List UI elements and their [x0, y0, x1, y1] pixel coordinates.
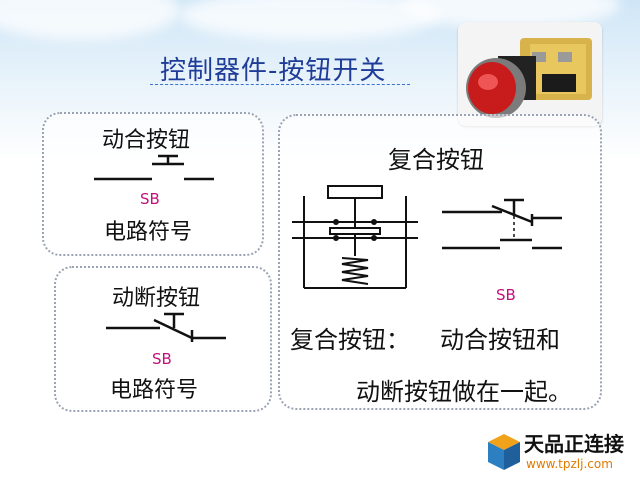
- brand-url: www.tpzlj.com: [526, 457, 613, 471]
- normally-closed-sb-label: SB: [152, 350, 172, 368]
- normally-open-title: 动合按钮: [102, 128, 191, 153]
- slide-title: 控制器件-按钮开关: [160, 56, 387, 86]
- title-divider: [150, 84, 410, 85]
- cloud: [0, 0, 180, 40]
- normally-open-panel: [42, 112, 264, 256]
- compound-panel: [278, 114, 602, 410]
- normally-closed-panel: [54, 266, 272, 412]
- compound-description-label: 复合按钮：: [290, 326, 410, 354]
- compound-sb-label: SB: [496, 286, 516, 304]
- normally-closed-title: 动断按钮: [112, 286, 201, 311]
- normally-open-symbol: [94, 154, 214, 181]
- normally-open-caption: 电路符号: [104, 220, 193, 245]
- compound-button-symbol: [442, 198, 562, 250]
- compound-title: 复合按钮: [388, 146, 484, 174]
- compound-description-line2: 动断按钮做在一起。: [356, 378, 572, 406]
- compound-description-line1: 动合按钮和: [440, 326, 560, 354]
- push-button-image: [458, 22, 602, 126]
- compound-mechanism-diagram: [292, 185, 418, 289]
- brand-name: 天品正连接: [524, 432, 624, 456]
- normally-closed-caption: 电路符号: [110, 378, 199, 403]
- cloud: [180, 0, 440, 40]
- normally-open-sb-label: SB: [140, 190, 160, 208]
- normally-closed-symbol: [106, 312, 226, 342]
- brand-logo-icon: [488, 434, 520, 470]
- push-button-photo: [458, 22, 602, 126]
